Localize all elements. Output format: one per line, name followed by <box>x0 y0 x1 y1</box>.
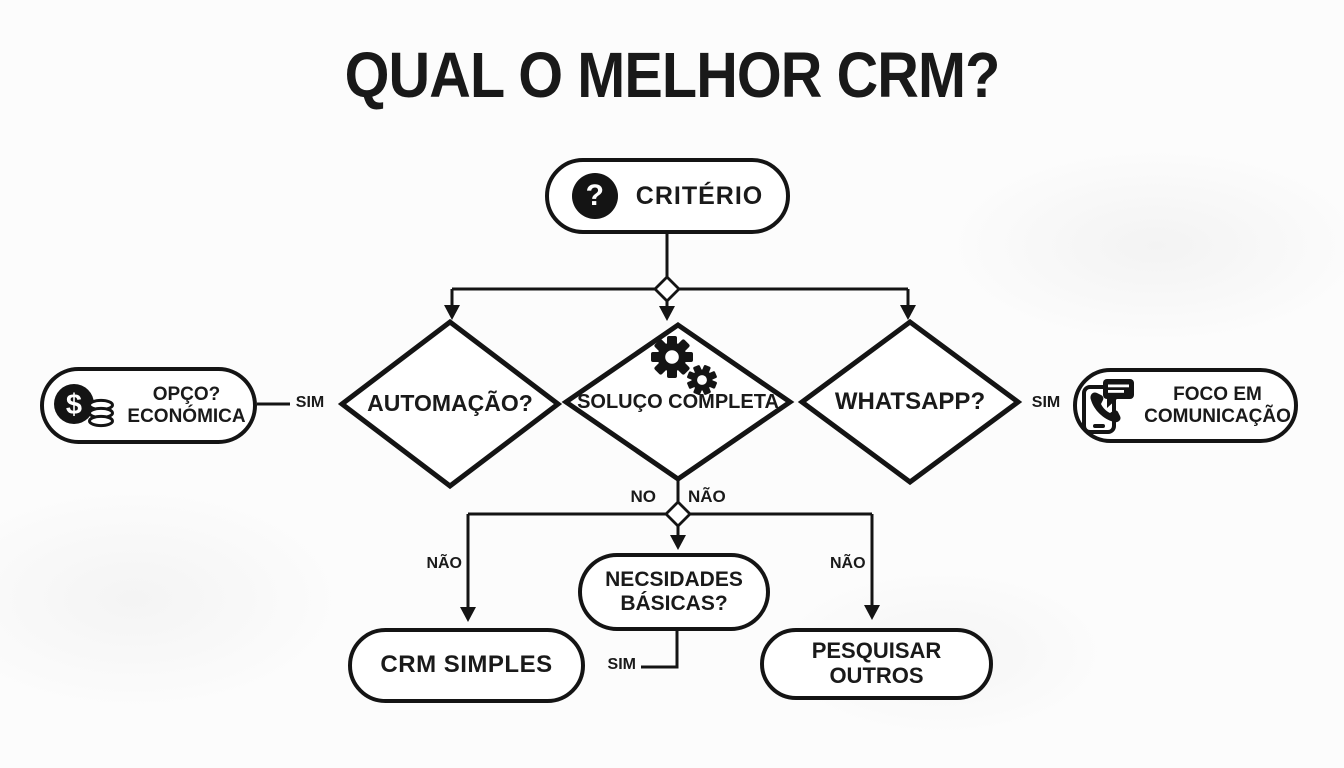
junction-diamond-bottom <box>664 500 692 528</box>
node-criterio-label: CRITÉRIO <box>635 182 764 210</box>
node-pesquisar-outros-label: PESQUISAR OUTROS <box>811 638 942 688</box>
foco-line1: FOCO EM <box>1173 384 1262 406</box>
node-solucao-label: SOLUÇO COMPLETA <box>577 391 779 413</box>
node-criterio: ? CRITÉRIO <box>545 158 790 234</box>
junction-diamond-top <box>653 275 681 303</box>
arrowheads <box>444 305 916 622</box>
node-automacao-shape <box>337 318 563 490</box>
arrow-necessidades <box>670 535 686 550</box>
foco-line2: COMUNICAÇÃO <box>1144 405 1291 427</box>
phone-chat-icon <box>1082 378 1135 434</box>
node-opcao-economica-label: OPÇO? ECONÓMICA <box>127 384 245 427</box>
money-coins-icon: $ <box>54 383 115 427</box>
gears-icon <box>651 336 717 395</box>
edge-label-nao-right: NÃO <box>830 555 866 572</box>
edge-label-sim-bottom: SIM <box>607 656 636 673</box>
arrow-automacao <box>444 305 460 320</box>
necessidades-line2: BÁSICAS? <box>620 592 728 615</box>
dollar-glyph: $ <box>66 389 82 421</box>
opcao-line2: ECONÓMICA <box>127 405 246 427</box>
node-whatsapp-shape <box>797 318 1023 486</box>
junction-diamonds <box>653 275 692 528</box>
edge-label-nao-center: NÃO <box>688 487 726 506</box>
node-foco-comunicacao-label: FOCO EM COMUNICAÇÃO <box>1144 384 1291 427</box>
page-title: QUAL O MELHOR CRM? <box>344 39 1001 111</box>
arrow-whatsapp <box>900 305 916 320</box>
node-opcao-economica: $ OPÇO? ECONÓMICA <box>40 367 257 444</box>
arrow-pesquisar <box>864 605 880 620</box>
edge-label-nao-left: NÃO <box>426 555 462 572</box>
node-whatsapp-label: WHATSAPP? <box>834 388 986 415</box>
opcao-line1: OPÇO? <box>152 384 221 406</box>
node-crm-simples: CRM SIMPLES <box>348 628 585 703</box>
node-solucao-shape <box>561 321 795 483</box>
node-necessidades-basicas-label: NECSIDADES BÁSICAS? <box>605 568 743 615</box>
decision-diamonds <box>337 318 1023 490</box>
necessidades-line1: NECSIDADES <box>605 568 743 592</box>
node-foco-comunicacao: FOCO EM COMUNICAÇÃO <box>1073 368 1298 443</box>
edge-label-no-center: NO <box>630 487 657 506</box>
node-pesquisar-outros: PESQUISAR OUTROS <box>760 628 993 700</box>
edge-label-sim-right: SIM <box>1031 394 1061 411</box>
node-crm-simples-label: CRM SIMPLES <box>380 651 553 679</box>
arrow-solucao <box>659 306 675 321</box>
edge-sim-bottom-elbow <box>641 631 679 669</box>
edge-label-sim-left: SIM <box>295 394 325 411</box>
node-necessidades-basicas: NECSIDADES BÁSICAS? <box>578 553 770 631</box>
question-mark-icon: ? <box>571 173 618 219</box>
arrow-crm-simples <box>460 607 476 622</box>
node-automacao-label: AUTOMAÇÃO? <box>367 390 533 416</box>
question-glyph: ? <box>585 179 604 212</box>
